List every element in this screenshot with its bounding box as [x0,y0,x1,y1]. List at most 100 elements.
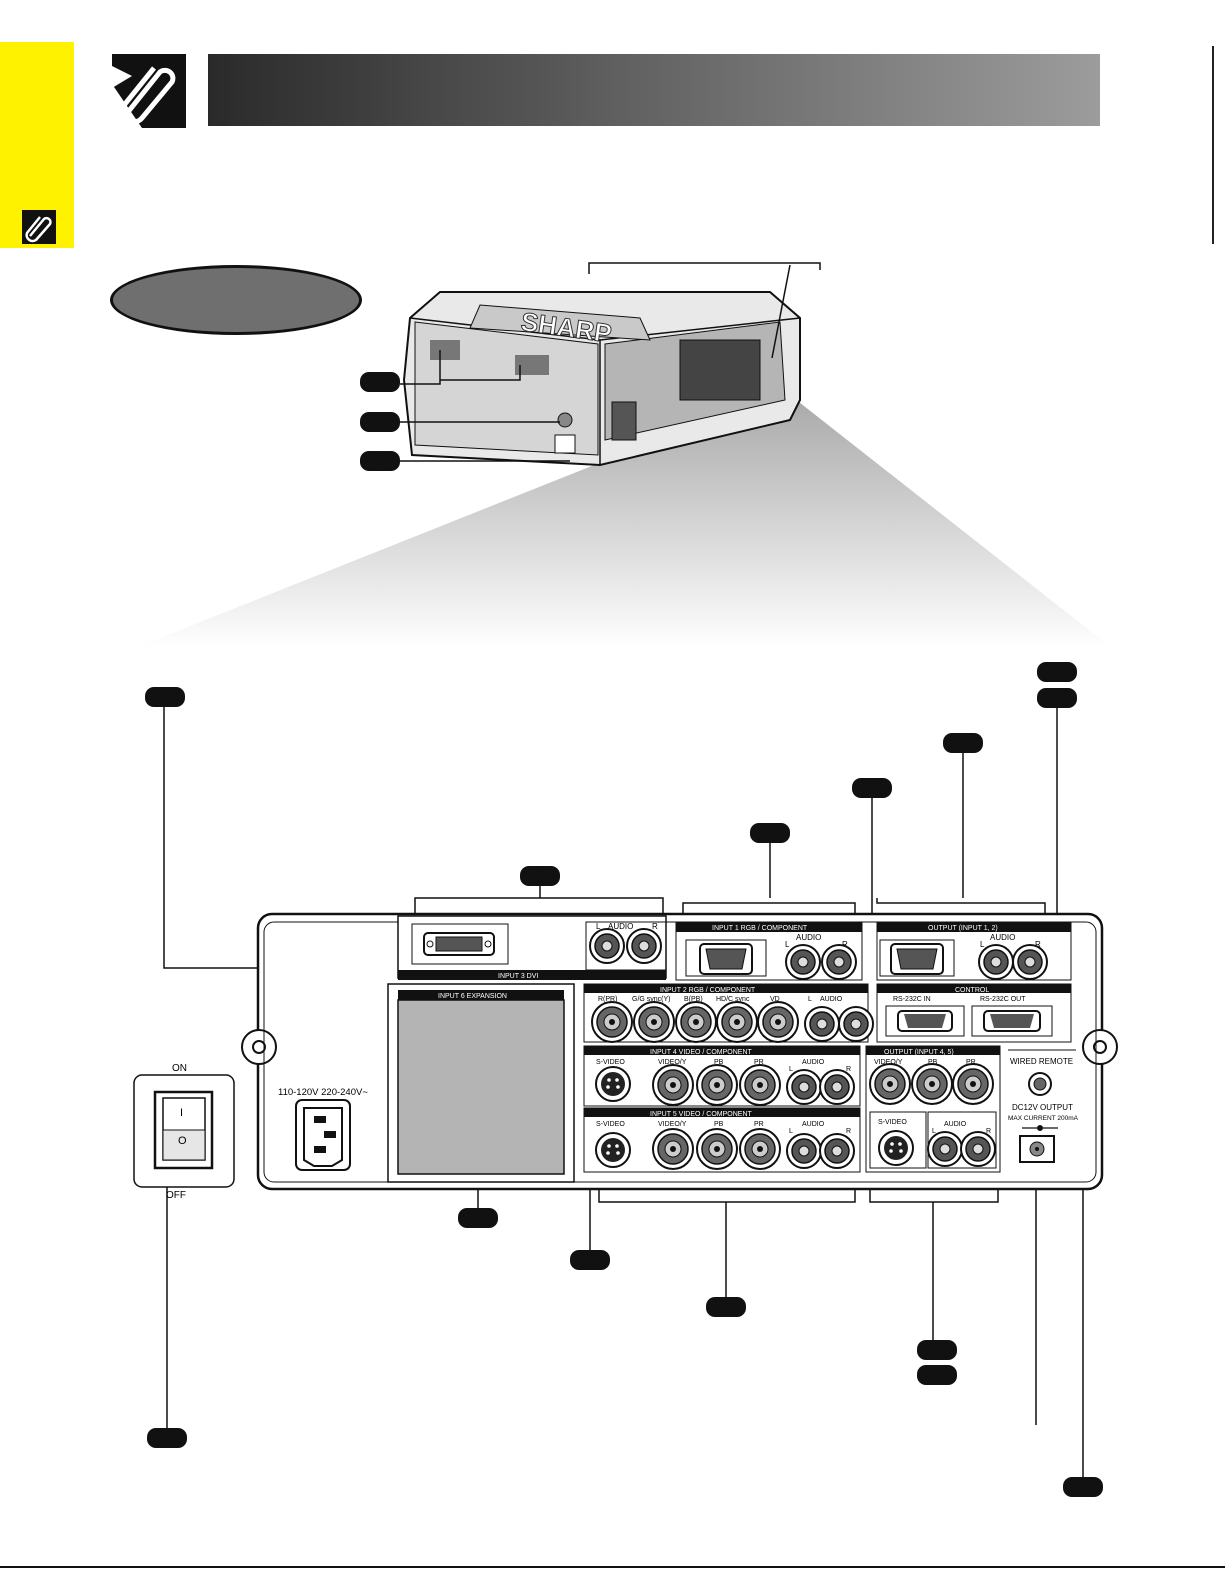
rs232-in-label: RS-232C IN [893,996,931,1003]
bottom-rule [0,1566,1225,1568]
input5-svideo-jack[interactable] [595,1132,631,1168]
power-switch[interactable] [133,1074,235,1188]
input6-title: INPUT 6 EXPANSION [438,993,507,1000]
input5-audio-r: R [846,1128,851,1135]
control-title: CONTROL [955,987,989,994]
input1-rgb-port[interactable] [699,943,753,975]
section-oval-label [110,265,362,335]
input3-audio-l-jack[interactable] [589,928,625,964]
input2-audio-l-jack[interactable] [804,1006,840,1042]
rs232-out-label: RS-232C OUT [980,996,1026,1003]
output45-video-label: VIDEO/Y [874,1059,903,1066]
input3-audio-r: R [652,922,658,931]
input5-video-bnc[interactable] [652,1128,694,1170]
input4-audio-l: L [789,1066,793,1073]
page-edge-mark [1212,46,1214,244]
input2-g-bnc[interactable] [633,1001,675,1043]
output45-svideo-jack[interactable] [878,1130,914,1166]
input2-title: INPUT 2 RGB / COMPONENT [660,987,756,994]
voltage-label: 110-120V 220-240V~ [278,1087,368,1098]
input5-pb-label: PB [714,1121,724,1128]
input4-svideo-jack[interactable] [595,1066,631,1102]
rs232-out-port[interactable] [971,1005,1053,1037]
input2-b-bnc[interactable] [675,1001,717,1043]
input4-pb-label: PB [714,1059,724,1066]
input4-audio-label: AUDIO [802,1059,825,1066]
input5-audio-l-jack[interactable] [786,1133,822,1169]
input5-audio-r-jack[interactable] [819,1133,855,1169]
output12-audio-label: AUDIO [990,933,1015,942]
upper-callout-tabs [360,372,400,471]
dc-output-jack[interactable] [1019,1135,1055,1163]
output45-pr-bnc[interactable] [952,1063,994,1105]
input5-audio-l: L [789,1128,793,1135]
output45-pb-label: PB [928,1059,938,1066]
output45-video-bnc[interactable] [869,1063,911,1105]
switch-o-label: O [178,1135,187,1147]
input4-audio-r: R [846,1066,851,1073]
input2-r-bnc[interactable] [591,1001,633,1043]
output45-audio-label: AUDIO [944,1121,967,1128]
input1-audio-l-jack[interactable] [785,944,821,980]
output12-audio-l: L [980,940,985,949]
input3-audio-label: AUDIO [608,922,633,931]
input5-title: INPUT 5 VIDEO / COMPONENT [650,1111,752,1118]
input5-video-label: VIDEO/Y [658,1121,687,1128]
output12-audio-r: R [1035,940,1041,949]
dc-output-label: DC12V OUTPUT [1012,1103,1073,1112]
input1-audio-r-jack[interactable] [821,944,857,980]
input4-pr-bnc[interactable] [739,1064,781,1106]
input2-port-g: G/G sync(Y) [632,996,671,1003]
dvi-port[interactable] [423,932,495,956]
output45-audio-r-jack[interactable] [960,1131,996,1167]
section-title-bar [208,54,1100,126]
input4-video-label: VIDEO/Y [658,1059,687,1066]
output12-audio-r-jack[interactable] [1012,944,1048,980]
switch-on-label: ON [172,1063,187,1074]
output45-pr-label: PR [966,1059,976,1066]
switch-i-label: I [180,1107,183,1119]
input2-port-r: R(PR) [598,996,617,1003]
input2-vd-bnc[interactable] [757,1001,799,1043]
output12-rgb-port[interactable] [890,943,944,975]
input3-audio-l: L [596,922,601,931]
input3-audio-r-jack[interactable] [626,928,662,964]
wired-remote-jack[interactable] [1028,1072,1052,1096]
ac-power-socket[interactable] [295,1099,351,1171]
zoom-beam [135,395,1112,648]
input4-svideo-label: S-VIDEO [596,1059,625,1066]
input4-pb-bnc[interactable] [696,1064,738,1106]
output45-title: OUTPUT (INPUT 4, 5) [884,1049,954,1056]
output12-title: OUTPUT (INPUT 1, 2) [928,925,998,932]
input2-port-vd: VD [770,996,780,1003]
expansion-slot[interactable] [397,999,565,1175]
input1-audio-l: L [785,940,790,949]
input2-audio-l: L [808,996,812,1003]
output45-svideo-label: S-VIDEO [878,1119,907,1126]
upper-leaders [400,262,821,462]
input1-audio-r: R [842,940,848,949]
input5-pr-bnc[interactable] [739,1128,781,1170]
input2-audio-r-jack[interactable] [838,1006,874,1042]
callout-tabs [145,662,1103,1497]
output45-audio-r: R [986,1128,991,1135]
input4-video-bnc[interactable] [652,1064,694,1106]
input4-audio-r-jack[interactable] [819,1069,855,1105]
input2-port-hd: HD/C sync [716,996,750,1003]
output45-pb-bnc[interactable] [911,1063,953,1105]
input4-audio-l-jack[interactable] [786,1069,822,1105]
input3-title: INPUT 3 DVI [498,973,538,980]
output45-audio-l-jack[interactable] [927,1131,963,1167]
switch-off-label: OFF [166,1190,186,1201]
input5-pb-bnc[interactable] [696,1128,738,1170]
input1-title: INPUT 1 RGB / COMPONENT [712,925,808,932]
input2-audio-label: AUDIO [820,996,843,1003]
wired-remote-label: WIRED REMOTE [1010,1057,1073,1066]
output12-audio-l-jack[interactable] [978,944,1014,980]
input5-audio-label: AUDIO [802,1121,825,1128]
input5-pr-label: PR [754,1121,764,1128]
rs232-in-port[interactable] [885,1005,965,1037]
input2-port-b: B(PB) [684,996,703,1003]
input2-hd-bnc[interactable] [716,1001,758,1043]
